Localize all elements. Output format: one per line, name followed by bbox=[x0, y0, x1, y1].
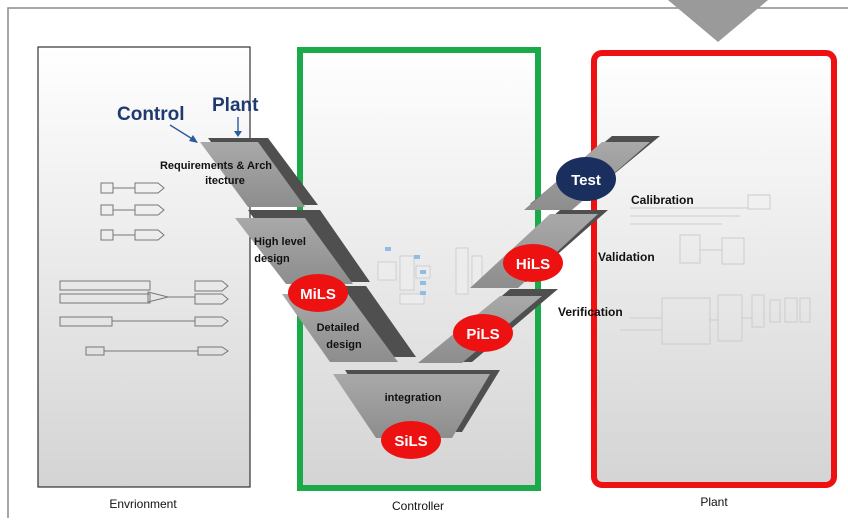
control-arrow-icon bbox=[169, 124, 195, 141]
plant-panel: Plant bbox=[591, 50, 837, 509]
environment-panel: Envrionment bbox=[37, 46, 251, 511]
outer-frame bbox=[7, 7, 848, 518]
plant-label: Plant bbox=[700, 495, 728, 509]
verification-label: Verification bbox=[558, 305, 623, 319]
calibration-label: Calibration bbox=[631, 193, 694, 207]
environment-label: Envrionment bbox=[109, 497, 177, 511]
requirements-label-line1: Requirements & Arch bbox=[160, 160, 272, 172]
controller-label: Controller bbox=[392, 499, 444, 513]
validation-label: Validation bbox=[598, 250, 655, 264]
test-badge bbox=[556, 157, 616, 201]
step-high-level-design bbox=[235, 218, 353, 284]
control-annotation: Control bbox=[117, 104, 185, 125]
step-requirements bbox=[200, 142, 305, 207]
pils-badge bbox=[453, 314, 513, 352]
annotations: Control Plant bbox=[117, 95, 259, 143]
high-level-label-line2: design bbox=[254, 253, 290, 265]
hils-badge-label: HiLS bbox=[516, 256, 550, 273]
step-integration bbox=[333, 374, 490, 438]
mils-badge bbox=[288, 274, 348, 312]
plant-blocks bbox=[620, 194, 811, 345]
hils-badge bbox=[503, 244, 563, 282]
environment-blocks bbox=[59, 182, 229, 356]
high-level-label-line1: High level bbox=[254, 236, 306, 248]
test-badge-label: Test bbox=[571, 172, 601, 189]
badges: MiLS SiLS PiLS HiLS Test bbox=[288, 157, 616, 459]
mils-badge-label: MiLS bbox=[300, 286, 336, 303]
plant-border bbox=[591, 50, 837, 488]
detailed-label-line2: design bbox=[326, 339, 362, 351]
controller-ports bbox=[385, 247, 426, 295]
detailed-label-line1: Detailed bbox=[317, 322, 360, 334]
pils-badge-label: PiLS bbox=[466, 326, 499, 343]
sils-badge bbox=[381, 421, 441, 459]
integration-label: integration bbox=[385, 392, 442, 404]
down-arrow-icon bbox=[668, 0, 768, 42]
sils-badge-label: SiLS bbox=[394, 433, 427, 450]
plant-annotation: Plant bbox=[212, 95, 259, 116]
requirements-label-line2: itecture bbox=[205, 175, 245, 187]
